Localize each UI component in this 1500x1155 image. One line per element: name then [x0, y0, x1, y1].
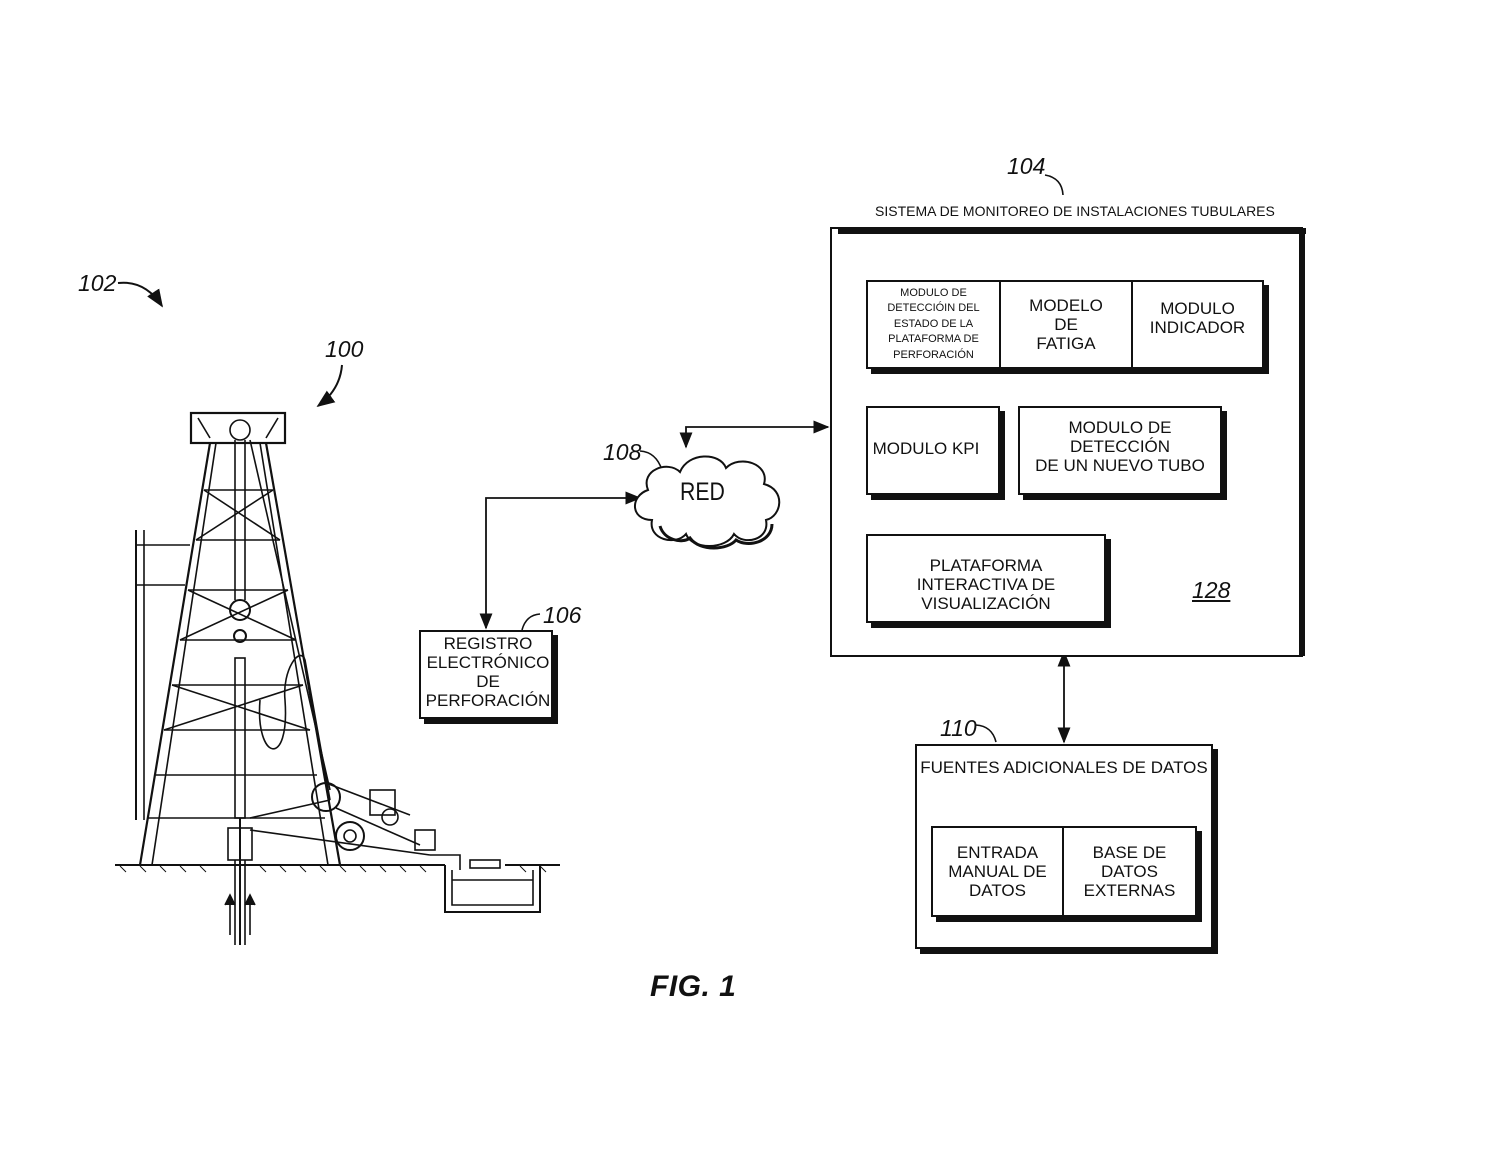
- system-box-shadow-right: [1299, 228, 1305, 656]
- ref-110: 110: [940, 715, 977, 742]
- module-fatigue-model: MODELO DE FATIGA: [1001, 282, 1133, 367]
- manual-data-entry: ENTRADA MANUAL DE DATOS: [933, 828, 1064, 915]
- module-rig-state-detection: MODULO DE DETECCIÓIN DEL ESTADO DE LA PL…: [868, 282, 1001, 367]
- leader-104: [1045, 175, 1063, 195]
- leader-102: [118, 283, 162, 306]
- additional-sources-inner: ENTRADA MANUAL DE DATOS BASE DE DATOS EX…: [931, 826, 1197, 917]
- leader-110: [976, 725, 996, 742]
- drilling-log-label: REGISTRO ELECTRÓNICO DE PERFORACIÓN: [425, 634, 551, 714]
- module-visualization-box: PLATAFORMA INTERACTIVA DE VISUALIZACIÓN: [866, 534, 1106, 623]
- ref-102: 102: [78, 270, 116, 297]
- ref-100: 100: [325, 336, 363, 363]
- external-databases: BASE DE DATOS EXTERNAS: [1064, 828, 1195, 915]
- ref-104: 104: [1007, 153, 1045, 180]
- module-visualization-platform: PLATAFORMA INTERACTIVA DE VISUALIZACIÓN: [868, 536, 1104, 632]
- leader-106: [522, 614, 540, 630]
- network-label: RED: [680, 478, 725, 507]
- additional-sources-title: FUENTES ADICIONALES DE DATOS: [917, 758, 1211, 778]
- module-kpi: MODULO KPI: [868, 408, 984, 488]
- system-box-shadow-top: [838, 228, 1306, 234]
- top-module-row: MODULO DE DETECCIÓIN DEL ESTADO DE LA PL…: [866, 280, 1264, 369]
- ref-106: 106: [543, 602, 581, 629]
- module-kpi-box: MODULO KPI: [866, 406, 1000, 495]
- module-indicator: MODULO INDICADOR: [1133, 282, 1262, 367]
- system-title: SISTEMA DE MONITOREO DE INSTALACIONES TU…: [875, 203, 1275, 219]
- module-new-tube-box: MODULO DE DETECCIÓN DE UN NUEVO TUBO: [1018, 406, 1222, 495]
- drilling-log-box: REGISTRO ELECTRÓNICO DE PERFORACIÓN: [419, 630, 553, 719]
- connector-red-to-system: [686, 427, 828, 447]
- figure-label: FIG. 1: [650, 970, 736, 1004]
- leader-100: [318, 365, 342, 406]
- ref-128: 128: [1192, 577, 1230, 604]
- ref-108: 108: [603, 439, 641, 466]
- module-new-tube-detection: MODULO DE DETECCIÓN DE UN NUEVO TUBO: [1020, 408, 1220, 484]
- additional-sources-box: FUENTES ADICIONALES DE DATOS ENTRADA MAN…: [915, 744, 1213, 949]
